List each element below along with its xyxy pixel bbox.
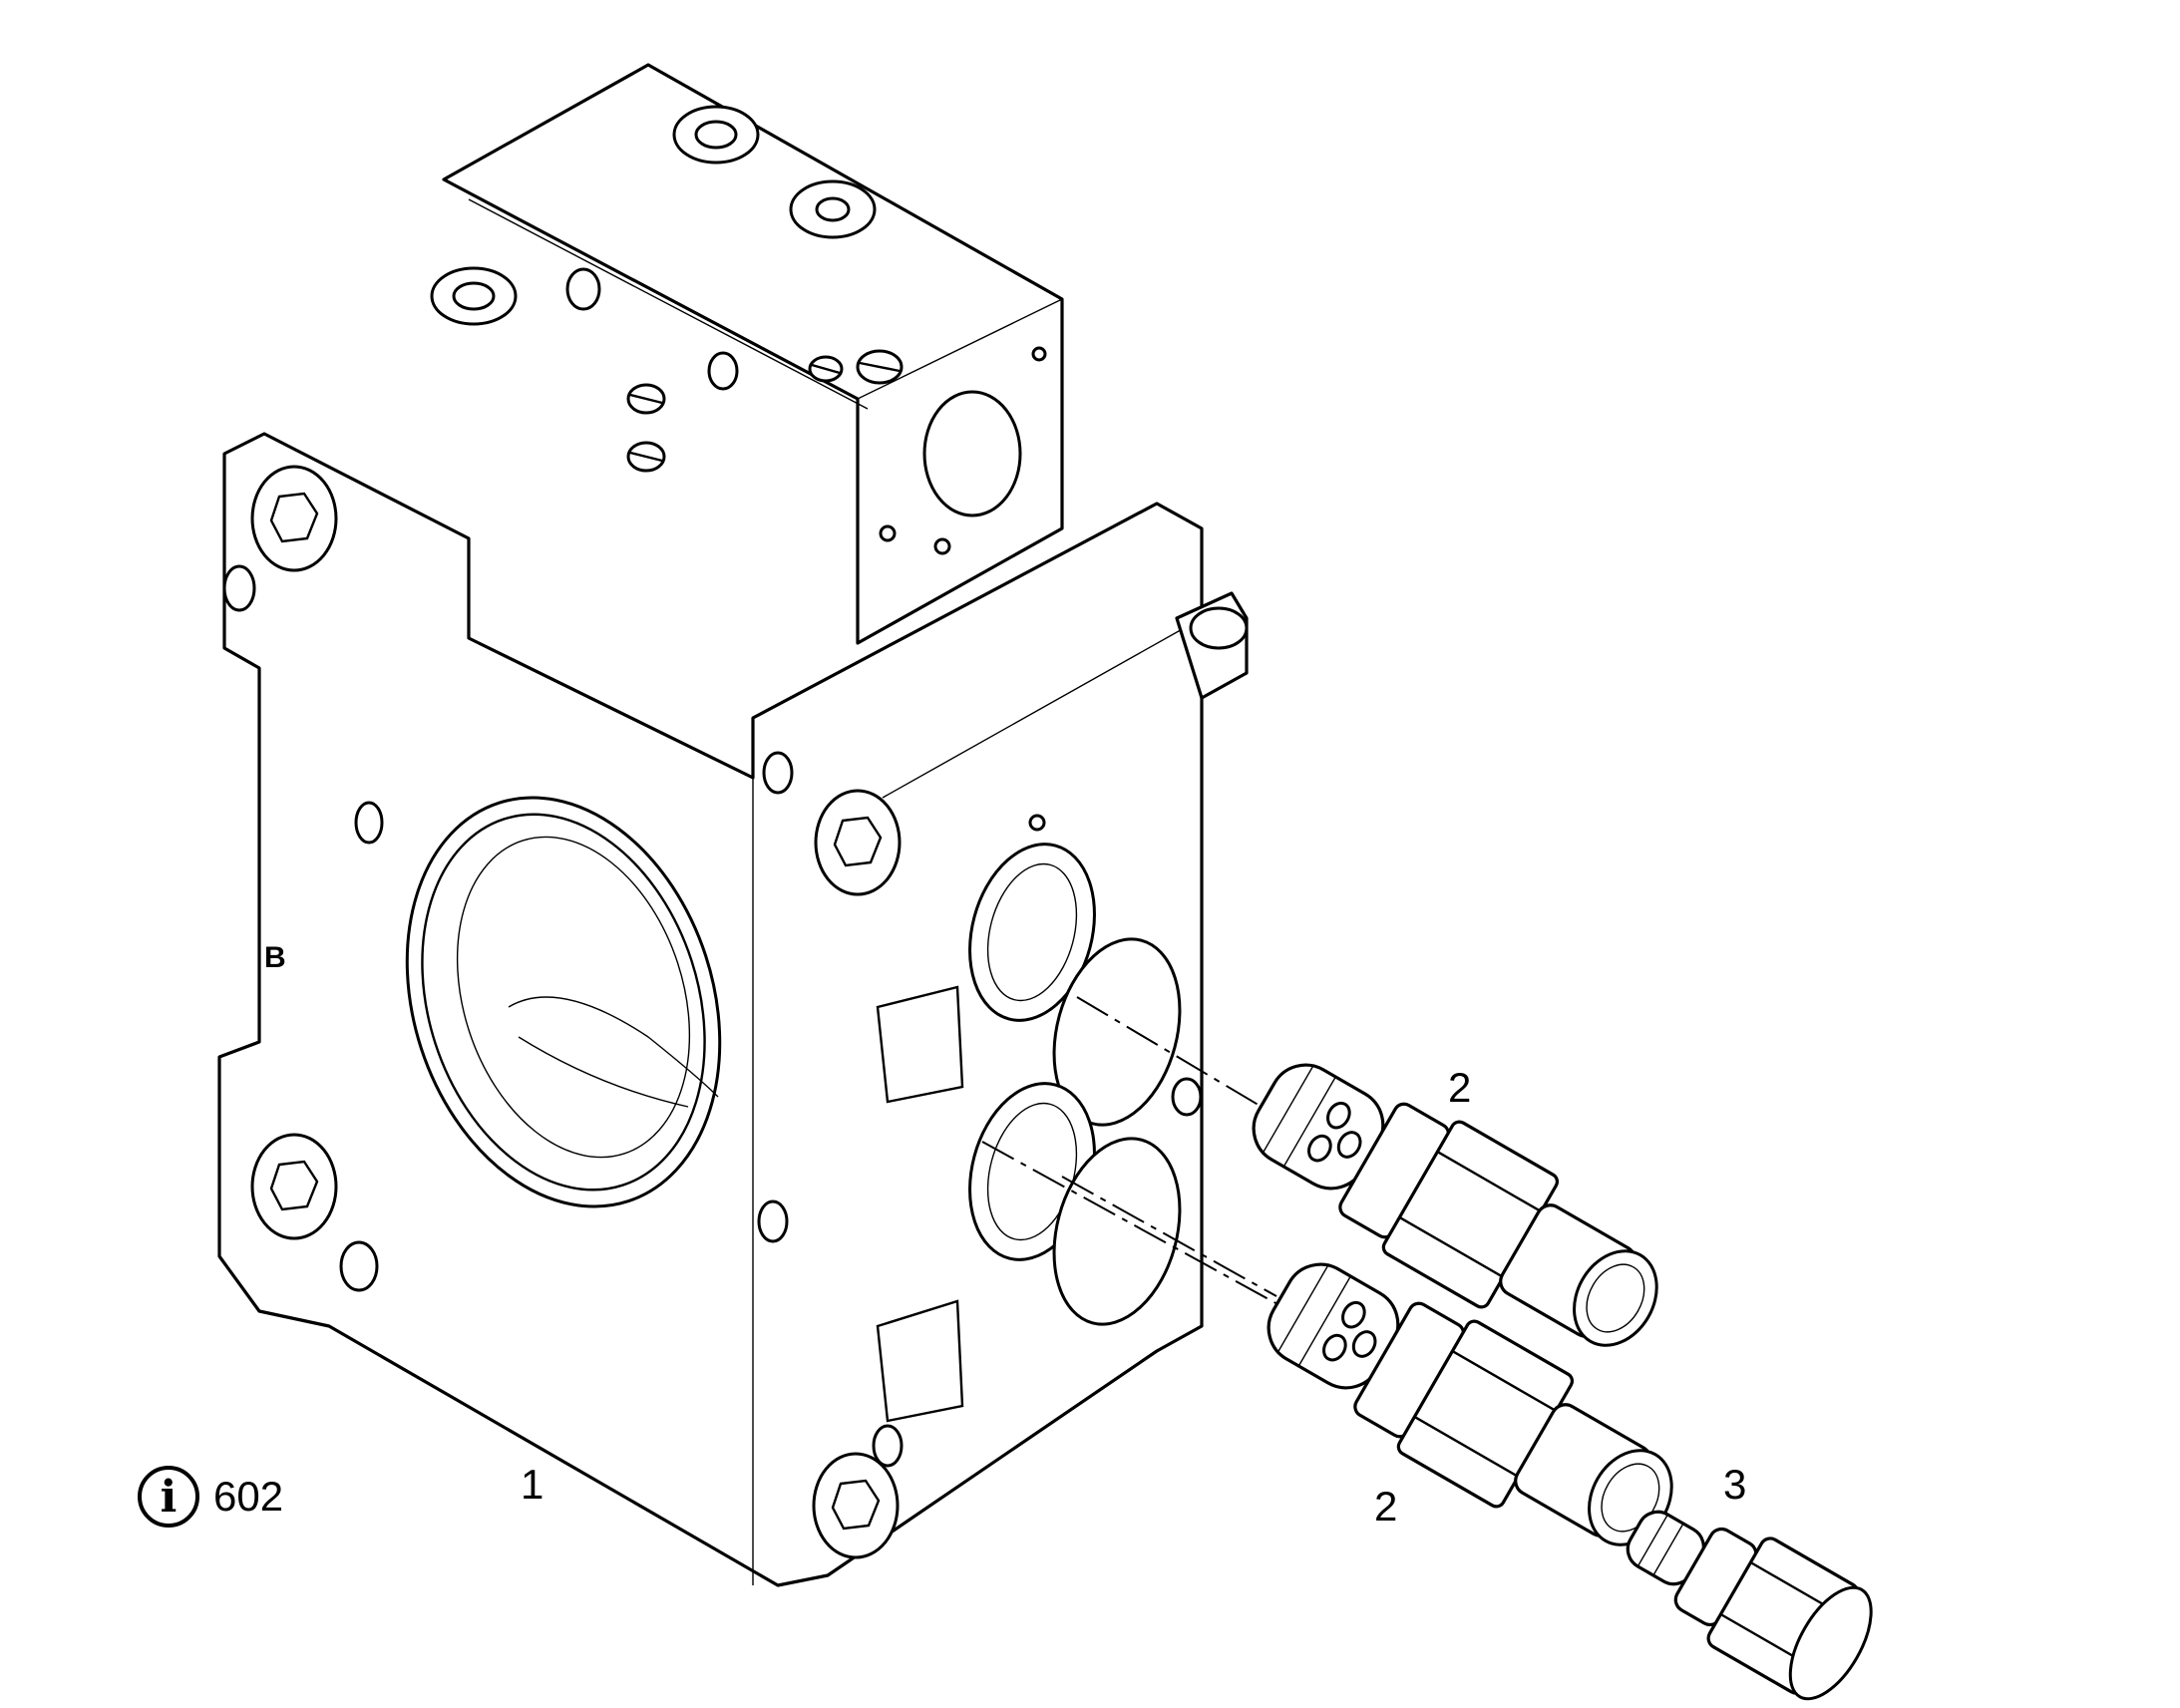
- cartridge-valve-upper: [1252, 1063, 1658, 1347]
- callout-part-2-upper: 2: [1448, 1064, 1472, 1111]
- callout-part-1: 1: [521, 1461, 545, 1508]
- callout-part-2-lower: 2: [1374, 1483, 1398, 1530]
- info-reference-number: 602: [213, 1473, 284, 1520]
- valve-housing: [217, 63, 1249, 1587]
- plug-part-3: [1626, 1510, 1873, 1701]
- info-icon: i: [138, 1466, 199, 1528]
- info-reference: i 602: [138, 1466, 283, 1528]
- callout-part-3: 3: [1723, 1461, 1747, 1508]
- housing-marking: B: [264, 941, 286, 974]
- cartridge-valve-lower: [1267, 1262, 1673, 1546]
